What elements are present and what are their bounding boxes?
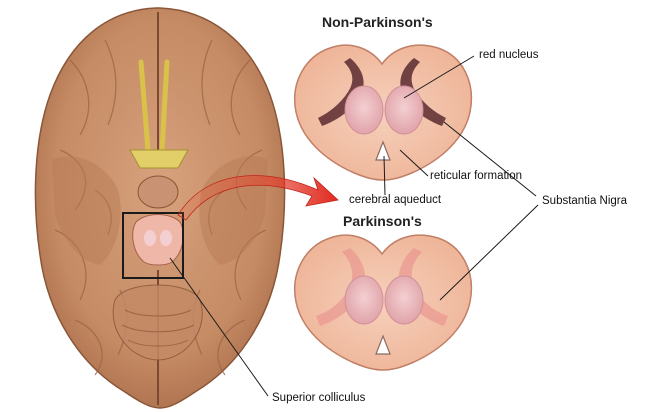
midbrain-section-small <box>133 215 184 266</box>
leader-substantia-nigra-top <box>444 122 536 196</box>
red-nucleus-right <box>385 86 423 134</box>
label-red-nucleus: red nucleus <box>479 49 538 61</box>
title-parkinsons: Parkinson's <box>343 213 422 229</box>
red-nucleus-left-pd <box>345 276 383 324</box>
red-nucleus-right-pd <box>385 276 423 324</box>
section-non-parkinsons <box>295 45 472 180</box>
label-cerebral-aqueduct: cerebral aqueduct <box>349 194 441 206</box>
title-non-parkinsons: Non-Parkinson's <box>322 14 433 30</box>
small-red-nucleus-right <box>160 230 172 246</box>
brain-illustration <box>35 8 284 408</box>
optic-chiasm <box>130 150 188 168</box>
pons <box>138 176 178 208</box>
label-substantia-nigra: Substantia Nigra <box>542 195 627 207</box>
red-nucleus-left <box>345 86 383 134</box>
section-parkinsons <box>295 235 472 370</box>
small-red-nucleus-left <box>144 230 156 246</box>
label-superior-colliculus: Superior colliculus <box>272 392 365 404</box>
label-reticular-formation: reticular formation <box>430 170 522 182</box>
